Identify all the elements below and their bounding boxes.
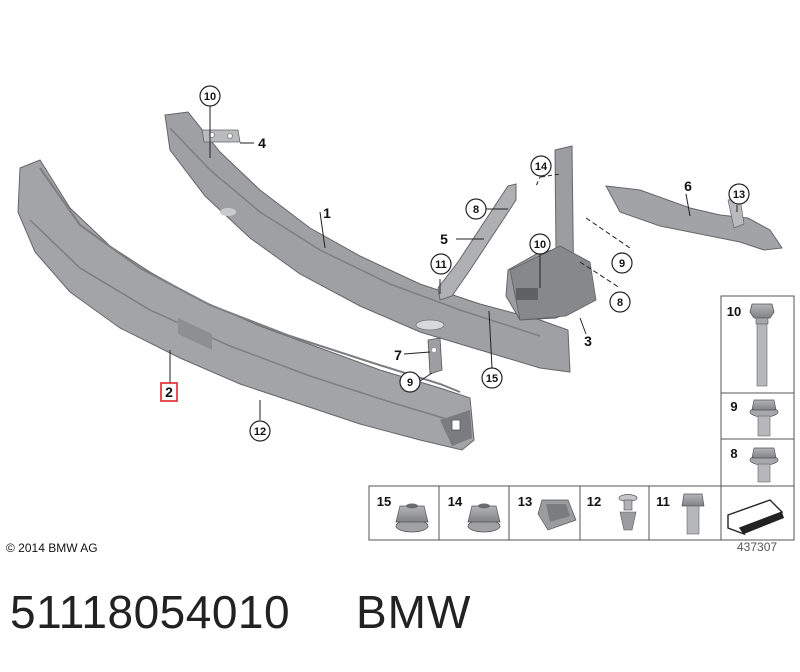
leader-lines: [169, 106, 738, 420]
svg-text:7: 7: [394, 347, 402, 363]
brand-name: BMW: [356, 586, 472, 638]
svg-text:10: 10: [534, 239, 546, 251]
copyright-text: © 2014 BMW AG: [6, 541, 98, 555]
legend-label-10: 10: [727, 304, 741, 319]
svg-text:3: 3: [584, 333, 592, 349]
direction-arrow-icon: [727, 499, 784, 536]
diagram-number: 437307: [737, 540, 778, 554]
callout-5: 5: [440, 231, 448, 247]
svg-text:9: 9: [407, 377, 413, 389]
fastener-legend-bottom: 15 14 13 12 11: [368, 485, 795, 541]
callout-7: 7: [394, 347, 402, 363]
svg-text:8: 8: [617, 297, 623, 309]
flange-nut-small-icon: [467, 503, 501, 533]
legend-label-14: 14: [448, 494, 463, 509]
callout-8-top: 8: [465, 198, 487, 220]
fastener-legend-right: 10 9 8: [720, 295, 795, 487]
callout-13: 13: [728, 183, 750, 205]
callout-1: 1: [323, 205, 331, 221]
long-bolt-icon: [749, 303, 775, 387]
part-number: 51118054010: [10, 586, 291, 638]
svg-text:14: 14: [535, 161, 548, 173]
legend-label-13: 13: [518, 494, 532, 509]
callout-12: 12: [249, 420, 271, 442]
short-flange-bolt-icon: [749, 447, 779, 483]
callout-4: 4: [258, 135, 266, 151]
callout-15: 15: [481, 367, 503, 389]
legend-label-9: 9: [730, 399, 737, 414]
callout-10-mid: 10: [529, 233, 551, 255]
callout-3: 3: [584, 333, 592, 349]
legend-label-8: 8: [730, 446, 737, 461]
svg-text:6: 6: [684, 178, 692, 194]
svg-text:12: 12: [254, 426, 266, 438]
flange-nut-icon: [395, 503, 429, 533]
legend-label-11: 11: [656, 494, 670, 509]
svg-text:8: 8: [473, 204, 479, 216]
push-rivet-icon: [618, 494, 638, 531]
svg-text:2: 2: [165, 384, 173, 400]
energy-absorber-part: [17, 159, 475, 451]
svg-text:9: 9: [619, 258, 625, 270]
callout-14: 14: [530, 155, 552, 177]
bumper-carrier-part: [164, 111, 571, 373]
hex-bolt-icon: [681, 493, 705, 535]
svg-text:4: 4: [258, 135, 266, 151]
clip-nut-icon: [537, 499, 577, 531]
svg-text:5: 5: [440, 231, 448, 247]
svg-text:15: 15: [486, 373, 498, 385]
callout-2-highlighted[interactable]: 2: [160, 382, 178, 402]
svg-text:10: 10: [204, 91, 216, 103]
svg-text:1: 1: [323, 205, 331, 221]
strut-part-5: [437, 183, 517, 301]
legend-label-15: 15: [377, 494, 391, 509]
callout-9-mid: 9: [399, 371, 421, 393]
callout-6: 6: [684, 178, 692, 194]
svg-text:11: 11: [435, 259, 447, 271]
side-bracket-part-3: [505, 145, 597, 321]
clip-part-7: [427, 337, 443, 375]
callout-9-right: 9: [611, 252, 633, 274]
bracket-part-6: [605, 185, 783, 251]
callout-11: 11: [430, 253, 452, 275]
bracket-part-4: [201, 129, 241, 143]
legend-label-12: 12: [587, 494, 601, 509]
flange-bolt-icon: [749, 399, 779, 437]
callout-10-top: 10: [199, 85, 221, 107]
svg-text:13: 13: [733, 189, 745, 201]
callout-8-right: 8: [609, 291, 631, 313]
